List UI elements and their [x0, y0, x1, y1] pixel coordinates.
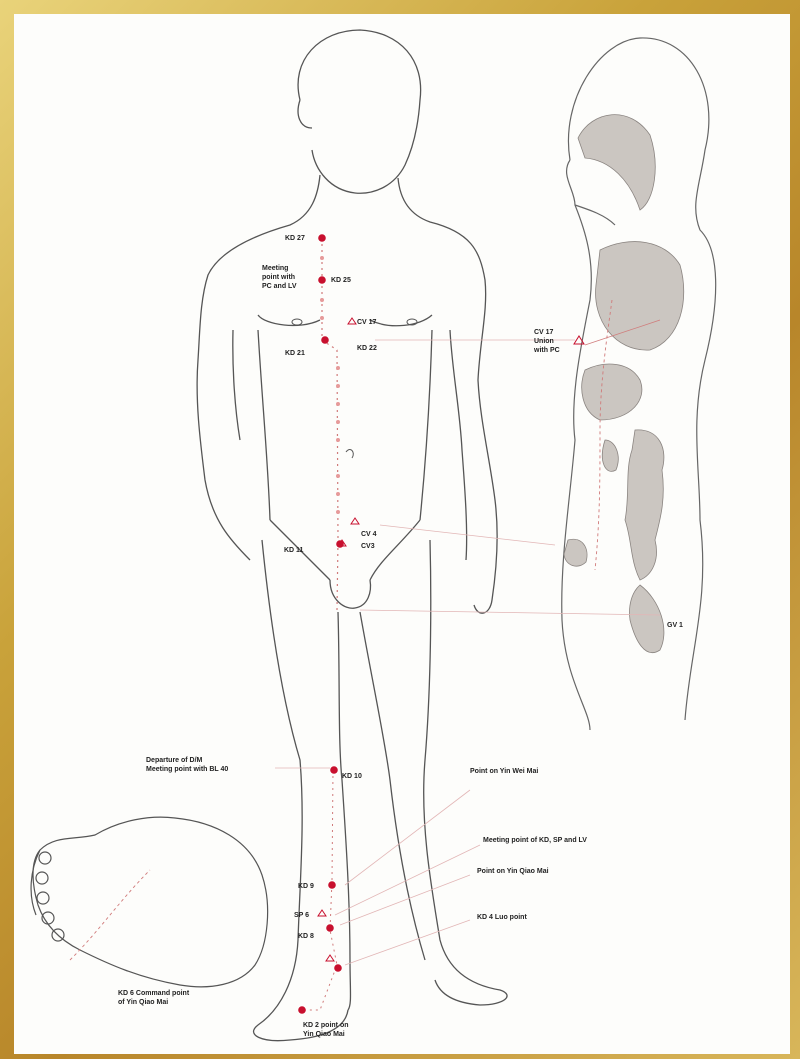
chong-mai-leg [302, 770, 337, 1010]
label-kd11: KD 11 [284, 547, 304, 554]
label-kd6-2: of Yin Qiao Mai [118, 999, 168, 1006]
rectum [629, 585, 663, 653]
minor-point [336, 402, 340, 406]
label-gv1: GV 1 [667, 622, 683, 629]
label-kd10: KD 10 [342, 773, 362, 780]
leader-kd-sp-lv [335, 845, 480, 915]
kidney [602, 440, 618, 471]
label-kd-sp-lv: Meeting point of KD, SP and LV [483, 837, 587, 844]
point-kd9 [328, 881, 336, 889]
label-kd21: KD 21 [285, 350, 305, 357]
label-cv17-side-1: CV 17 [534, 329, 554, 336]
groin [330, 580, 370, 608]
minor-point [320, 256, 324, 260]
internal-organs [564, 115, 684, 653]
label-yin-wei: Point on Yin Wei Mai [470, 768, 538, 775]
lungs [596, 242, 684, 351]
minor-point [336, 492, 340, 496]
leader-yin-qiao [340, 875, 470, 925]
right-arm [474, 380, 497, 613]
right-shoulder [398, 178, 486, 380]
minor-point [336, 438, 340, 442]
point-kd8 [326, 924, 334, 932]
label-kd27: KD 27 [285, 235, 305, 242]
nasal-cavity [578, 115, 655, 210]
leader-yin-wei [345, 790, 470, 885]
minor-point [336, 420, 340, 424]
head-outline [298, 30, 421, 193]
label-kd4: KD 4 Luo point [477, 914, 527, 921]
torso-right [420, 330, 432, 520]
point-kd25 [318, 276, 326, 284]
point-kd4 [334, 964, 342, 972]
label-meeting-pc-lv-1: Meeting [262, 265, 288, 272]
minor-point [336, 384, 340, 388]
bladder [564, 539, 587, 566]
leader-gv1 [360, 610, 660, 615]
label-meeting-pc-lv-2: point with [262, 274, 295, 281]
marker-sp6 [318, 910, 326, 916]
left-nipple [292, 319, 302, 325]
label-kd22: KD 22 [357, 345, 377, 352]
label-kd6-1: KD 6 Command point [118, 990, 190, 997]
illustration-panel: KD 27 Meeting point with PC and LV KD 25… [14, 14, 790, 1054]
point-kd21 [321, 336, 329, 344]
torso-left [258, 330, 270, 520]
label-cv3: CV3 [361, 543, 375, 550]
intestines [625, 430, 664, 580]
label-kd25: KD 25 [331, 277, 351, 284]
label-kd2-2: Yin Qiao Mai [303, 1031, 345, 1038]
navel [346, 450, 353, 458]
minor-point [320, 298, 324, 302]
left-leg [254, 540, 348, 1041]
minor-point [336, 474, 340, 478]
meridian-diagram: KD 27 Meeting point with PC and LV KD 25… [14, 14, 790, 1054]
label-departure-1: Departure of D/M [146, 757, 203, 764]
label-kd9: KD 9 [298, 883, 314, 890]
marker-cv17 [348, 318, 356, 324]
label-meeting-pc-lv-3: PC and LV [262, 283, 297, 290]
foot-channel-line [70, 870, 150, 960]
label-kd2-1: KD 2 point on [303, 1022, 349, 1029]
marker-cv4 [351, 518, 359, 524]
label-departure-2: Meeting point with BL 40 [146, 766, 228, 773]
trunk-minor-points [320, 256, 340, 514]
minor-point [336, 510, 340, 514]
minor-point [336, 366, 340, 370]
point-kd2 [298, 1006, 306, 1014]
leader-kd4 [345, 920, 470, 965]
left-arm [197, 360, 250, 560]
front-figure [197, 30, 507, 1041]
point-kd10 [330, 766, 338, 774]
point-kd27 [318, 234, 326, 242]
label-cv17-side-3: with PC [533, 347, 560, 354]
left-shoulder [198, 175, 320, 360]
marker-kd6 [326, 955, 334, 961]
label-kd8: KD 8 [298, 933, 314, 940]
liver [582, 364, 642, 420]
foot-inset [31, 817, 268, 987]
label-cv17-side-2: Union [534, 338, 554, 345]
label-cv4: CV 4 [361, 531, 377, 538]
chong-mai-trunk [322, 238, 338, 610]
label-sp6: SP 6 [294, 912, 309, 919]
label-cv17-front: CV 17 [357, 319, 377, 326]
label-yin-qiao: Point on Yin Qiao Mai [477, 868, 549, 875]
minor-point [320, 316, 324, 320]
